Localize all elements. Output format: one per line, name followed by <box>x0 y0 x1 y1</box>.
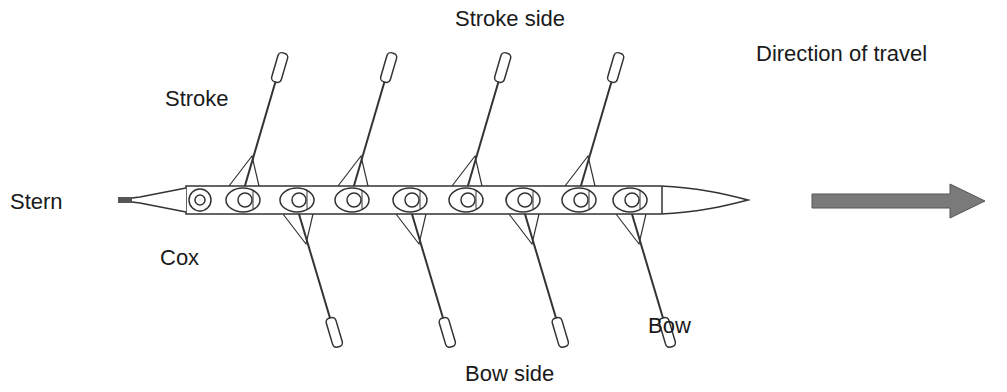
oar-blade <box>325 317 343 349</box>
blade-shape <box>271 52 289 84</box>
hull <box>186 186 748 214</box>
rower-shoulders <box>335 188 369 212</box>
side-label: Stroke side <box>455 8 565 30</box>
rower-head <box>238 193 252 207</box>
rower-shoulders <box>393 188 427 212</box>
rower-shoulders <box>506 188 540 212</box>
rower-arms <box>589 190 590 210</box>
rower-head <box>292 193 306 207</box>
rower-head <box>461 193 475 207</box>
rigger <box>229 156 259 186</box>
cox-seat <box>189 189 211 211</box>
rower-arms <box>420 190 421 210</box>
rigger <box>396 214 426 244</box>
rower-head <box>625 193 639 207</box>
rudder <box>118 197 132 203</box>
blade-shape <box>438 317 456 349</box>
rower-head <box>347 193 361 207</box>
rower-head <box>405 193 419 207</box>
rigger <box>452 156 482 186</box>
cox-head <box>195 195 205 205</box>
rower-head <box>518 193 532 207</box>
rigger <box>565 156 595 186</box>
blade-shape <box>607 52 625 84</box>
side-label: Bow side <box>465 363 554 385</box>
blade-shape <box>380 52 398 84</box>
bow-deck-line <box>661 186 663 214</box>
end-label: Bow <box>648 315 691 337</box>
blade-shape <box>494 52 512 84</box>
rower-shoulders <box>613 188 647 212</box>
blade-shape <box>551 317 569 349</box>
rower-arms <box>640 190 641 210</box>
oar-blade <box>494 52 512 84</box>
rigger <box>509 214 539 244</box>
oar-blade <box>271 52 289 84</box>
seat-label: Stroke <box>165 88 229 110</box>
rigger <box>283 214 313 244</box>
rower-head <box>574 193 588 207</box>
stern-deck <box>124 188 186 212</box>
oar-blade <box>380 52 398 84</box>
rower-arms <box>362 190 363 210</box>
blade-shape <box>325 317 343 349</box>
rower-arms <box>253 190 254 210</box>
oar-blade <box>607 52 625 84</box>
rigger <box>338 156 368 186</box>
direction-arrow <box>812 184 985 218</box>
oar-blade <box>438 317 456 349</box>
direction-label: Direction of travel <box>756 43 927 65</box>
oar-blade <box>551 317 569 349</box>
rower-arms <box>476 190 477 210</box>
end-label: Stern <box>10 191 63 213</box>
rower-arms <box>533 190 534 210</box>
rower-shoulders <box>226 188 260 212</box>
rower-shoulders <box>562 188 596 212</box>
rower-arms <box>307 190 308 210</box>
rower-shoulders <box>449 188 483 212</box>
rower-shoulders <box>280 188 314 212</box>
seat-label: Cox <box>160 247 199 269</box>
rigger <box>616 214 646 244</box>
crew <box>189 188 647 212</box>
